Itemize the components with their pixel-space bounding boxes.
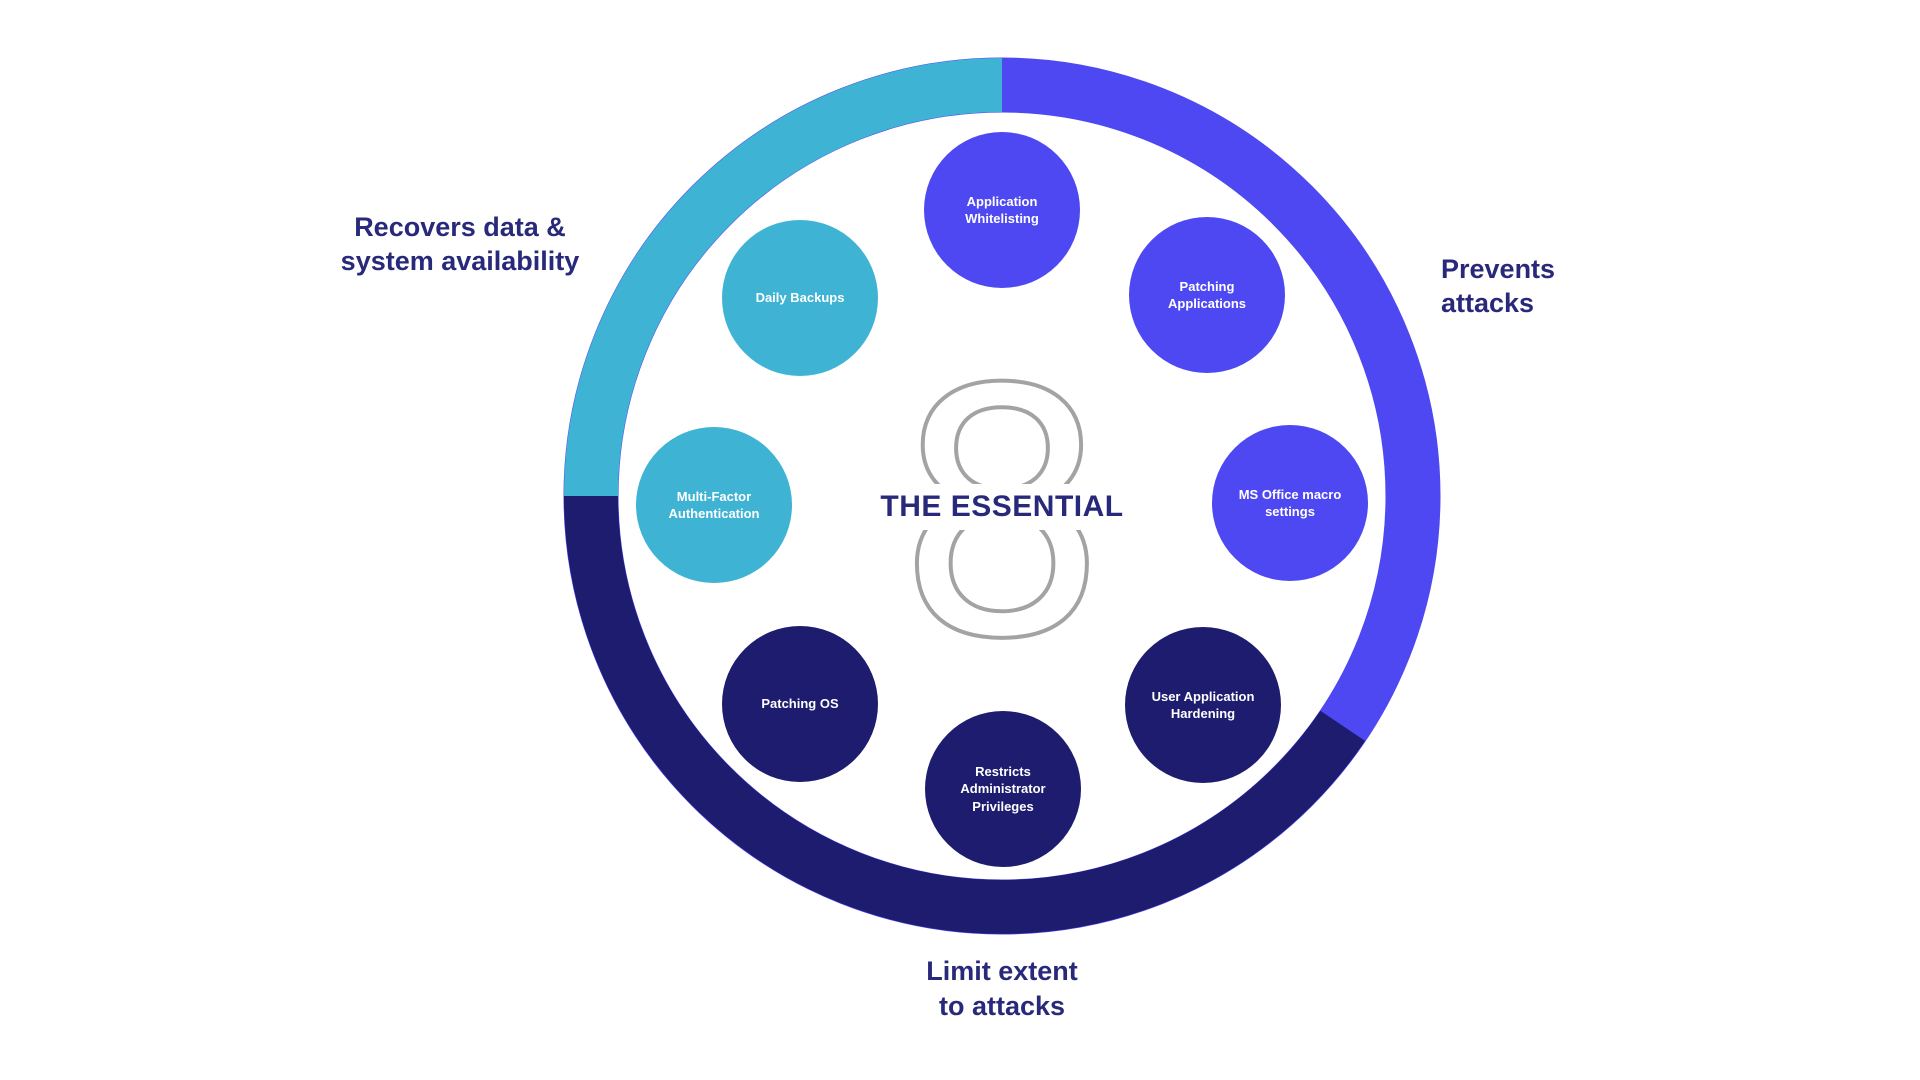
node-label: Patching OS: [761, 696, 839, 712]
label-line: Prevents: [1441, 254, 1556, 284]
node-daily-backups: Daily Backups: [722, 220, 878, 376]
arc-limit-extent: [564, 495, 1366, 934]
node-label: Daily Backups: [755, 290, 845, 306]
node-label: User Application Hardening: [1151, 688, 1255, 721]
node-label: Application Whitelisting: [965, 193, 1039, 226]
label-line: system availability: [340, 246, 580, 276]
label-prevents-attacks: Prevents attacks: [1441, 252, 1555, 320]
arc-recovers-data: [564, 58, 1003, 497]
arc-prevents-attacks: [1001, 58, 1440, 741]
label-line: to attacks: [938, 991, 1066, 1021]
node-label: Restricts Administrator Privileges: [960, 764, 1046, 814]
node-application-whitelisting: Application Whitelisting: [924, 132, 1080, 288]
node-patching-os: Patching OS: [722, 626, 878, 782]
node-label: Multi-Factor Authentication: [668, 488, 760, 521]
node-patching-applications: Patching Applications: [1129, 217, 1285, 373]
node-user-application-hardening: User Application Hardening: [1125, 627, 1281, 783]
node-multi-factor-authentication: Multi-Factor Authentication: [636, 427, 792, 583]
label-line: attacks: [1441, 288, 1535, 318]
label-line: Limit extent: [926, 956, 1078, 986]
node-label: MS Office macro settings: [1238, 486, 1342, 519]
node-restricts-administrator-privileges: Restricts Administrator Privileges: [925, 711, 1081, 867]
node-ms-office-macro-settings: MS Office macro settings: [1212, 425, 1368, 581]
center-title: THE ESSENTIAL: [868, 484, 1136, 530]
label-recovers-data: Recovers data & system availability: [320, 210, 600, 278]
label-line: Recovers data &: [354, 212, 566, 242]
label-limit-extent: Limit extent to attacks: [862, 954, 1142, 1024]
node-label: Patching Applications: [1167, 278, 1246, 311]
